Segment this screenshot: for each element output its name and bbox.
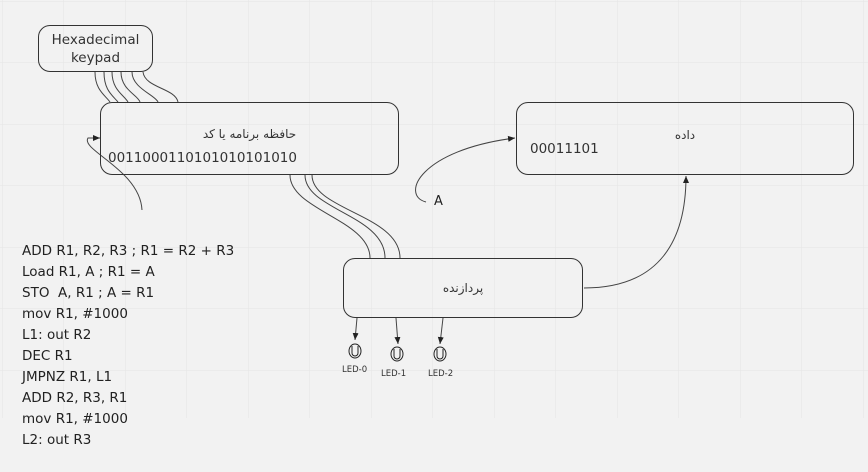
led-icons bbox=[348, 343, 447, 362]
code-line: ADD R2, R3, R1 bbox=[22, 390, 128, 406]
program-memory-box[interactable]: حافظه برنامه یا کد 001100011010101010101… bbox=[100, 102, 399, 175]
led-1-icon bbox=[390, 346, 404, 362]
code-line: JMPNZ R1, L1 bbox=[22, 369, 113, 385]
program-memory-value: 0011000110101010101010 bbox=[108, 150, 297, 166]
processor-box[interactable]: پردازنده bbox=[343, 258, 583, 318]
keypad-line2: keypad bbox=[70, 49, 121, 66]
address-label: A bbox=[434, 194, 443, 209]
assembly-code: ADD R1, R2, R3 ; R1 = R2 + R3 Load R1, A … bbox=[22, 220, 234, 472]
processor-title: پردازنده bbox=[442, 281, 484, 295]
code-line: L2: out R3 bbox=[22, 432, 92, 448]
code-line: mov R1, #1000 bbox=[22, 306, 128, 322]
code-line: L1: out R2 bbox=[22, 327, 92, 343]
data-memory-title: داده bbox=[674, 128, 696, 142]
led-2-icon bbox=[433, 346, 447, 362]
led-0-icon bbox=[348, 343, 362, 359]
connectors bbox=[86, 71, 689, 345]
data-memory-box[interactable]: داده 00011101 bbox=[516, 102, 854, 175]
hex-keypad-box[interactable]: Hexadecimal keypad bbox=[38, 25, 153, 72]
code-line: DEC R1 bbox=[22, 348, 73, 364]
program-memory-title: حافظه برنامه یا کد bbox=[202, 127, 297, 141]
led-0-label: LED-0 bbox=[342, 365, 368, 375]
code-line: ADD R1, R2, R3 ; R1 = R2 + R3 bbox=[22, 243, 235, 259]
code-line: mov R1, #1000 bbox=[22, 411, 128, 427]
led-1-label: LED-1 bbox=[381, 369, 407, 379]
code-line: Load R1, A ; R1 = A bbox=[22, 264, 155, 280]
keypad-line1: Hexadecimal bbox=[51, 31, 140, 48]
data-memory-value: 00011101 bbox=[530, 141, 599, 157]
code-line: STO A, R1 ; A = R1 bbox=[22, 285, 155, 301]
led-2-label: LED-2 bbox=[428, 369, 454, 379]
